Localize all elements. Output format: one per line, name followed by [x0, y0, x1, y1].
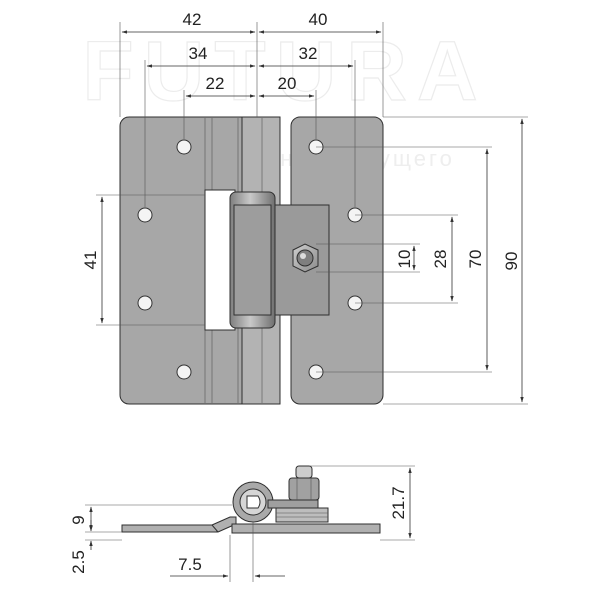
dim-label-41: 41 — [81, 251, 100, 270]
dim-label-40: 40 — [309, 10, 328, 29]
dim-label-9: 9 — [69, 515, 88, 524]
dim-label-2-5: 2.5 — [69, 550, 88, 574]
adjust-bolt — [292, 243, 319, 273]
dim-label-22: 22 — [206, 74, 225, 93]
dim-label-20: 20 — [278, 74, 297, 93]
dim-label-70: 70 — [466, 250, 485, 269]
watermark-brand: FUTURA — [82, 24, 487, 118]
dim-label-32: 32 — [299, 44, 318, 63]
side-view — [121, 465, 381, 534]
mount-hole — [176, 139, 192, 155]
dim-label-34: 34 — [189, 44, 208, 63]
dim-label-28: 28 — [431, 250, 450, 269]
mount-hole — [176, 364, 192, 380]
mount-hole — [137, 207, 153, 223]
dim-label-42: 42 — [183, 10, 202, 29]
dim-label-21-7: 21.7 — [389, 486, 408, 519]
dim-label-90: 90 — [502, 252, 521, 271]
dim-label-7-5: 7.5 — [178, 555, 202, 574]
dim-label-10: 10 — [395, 250, 414, 269]
mount-hole — [137, 295, 153, 311]
